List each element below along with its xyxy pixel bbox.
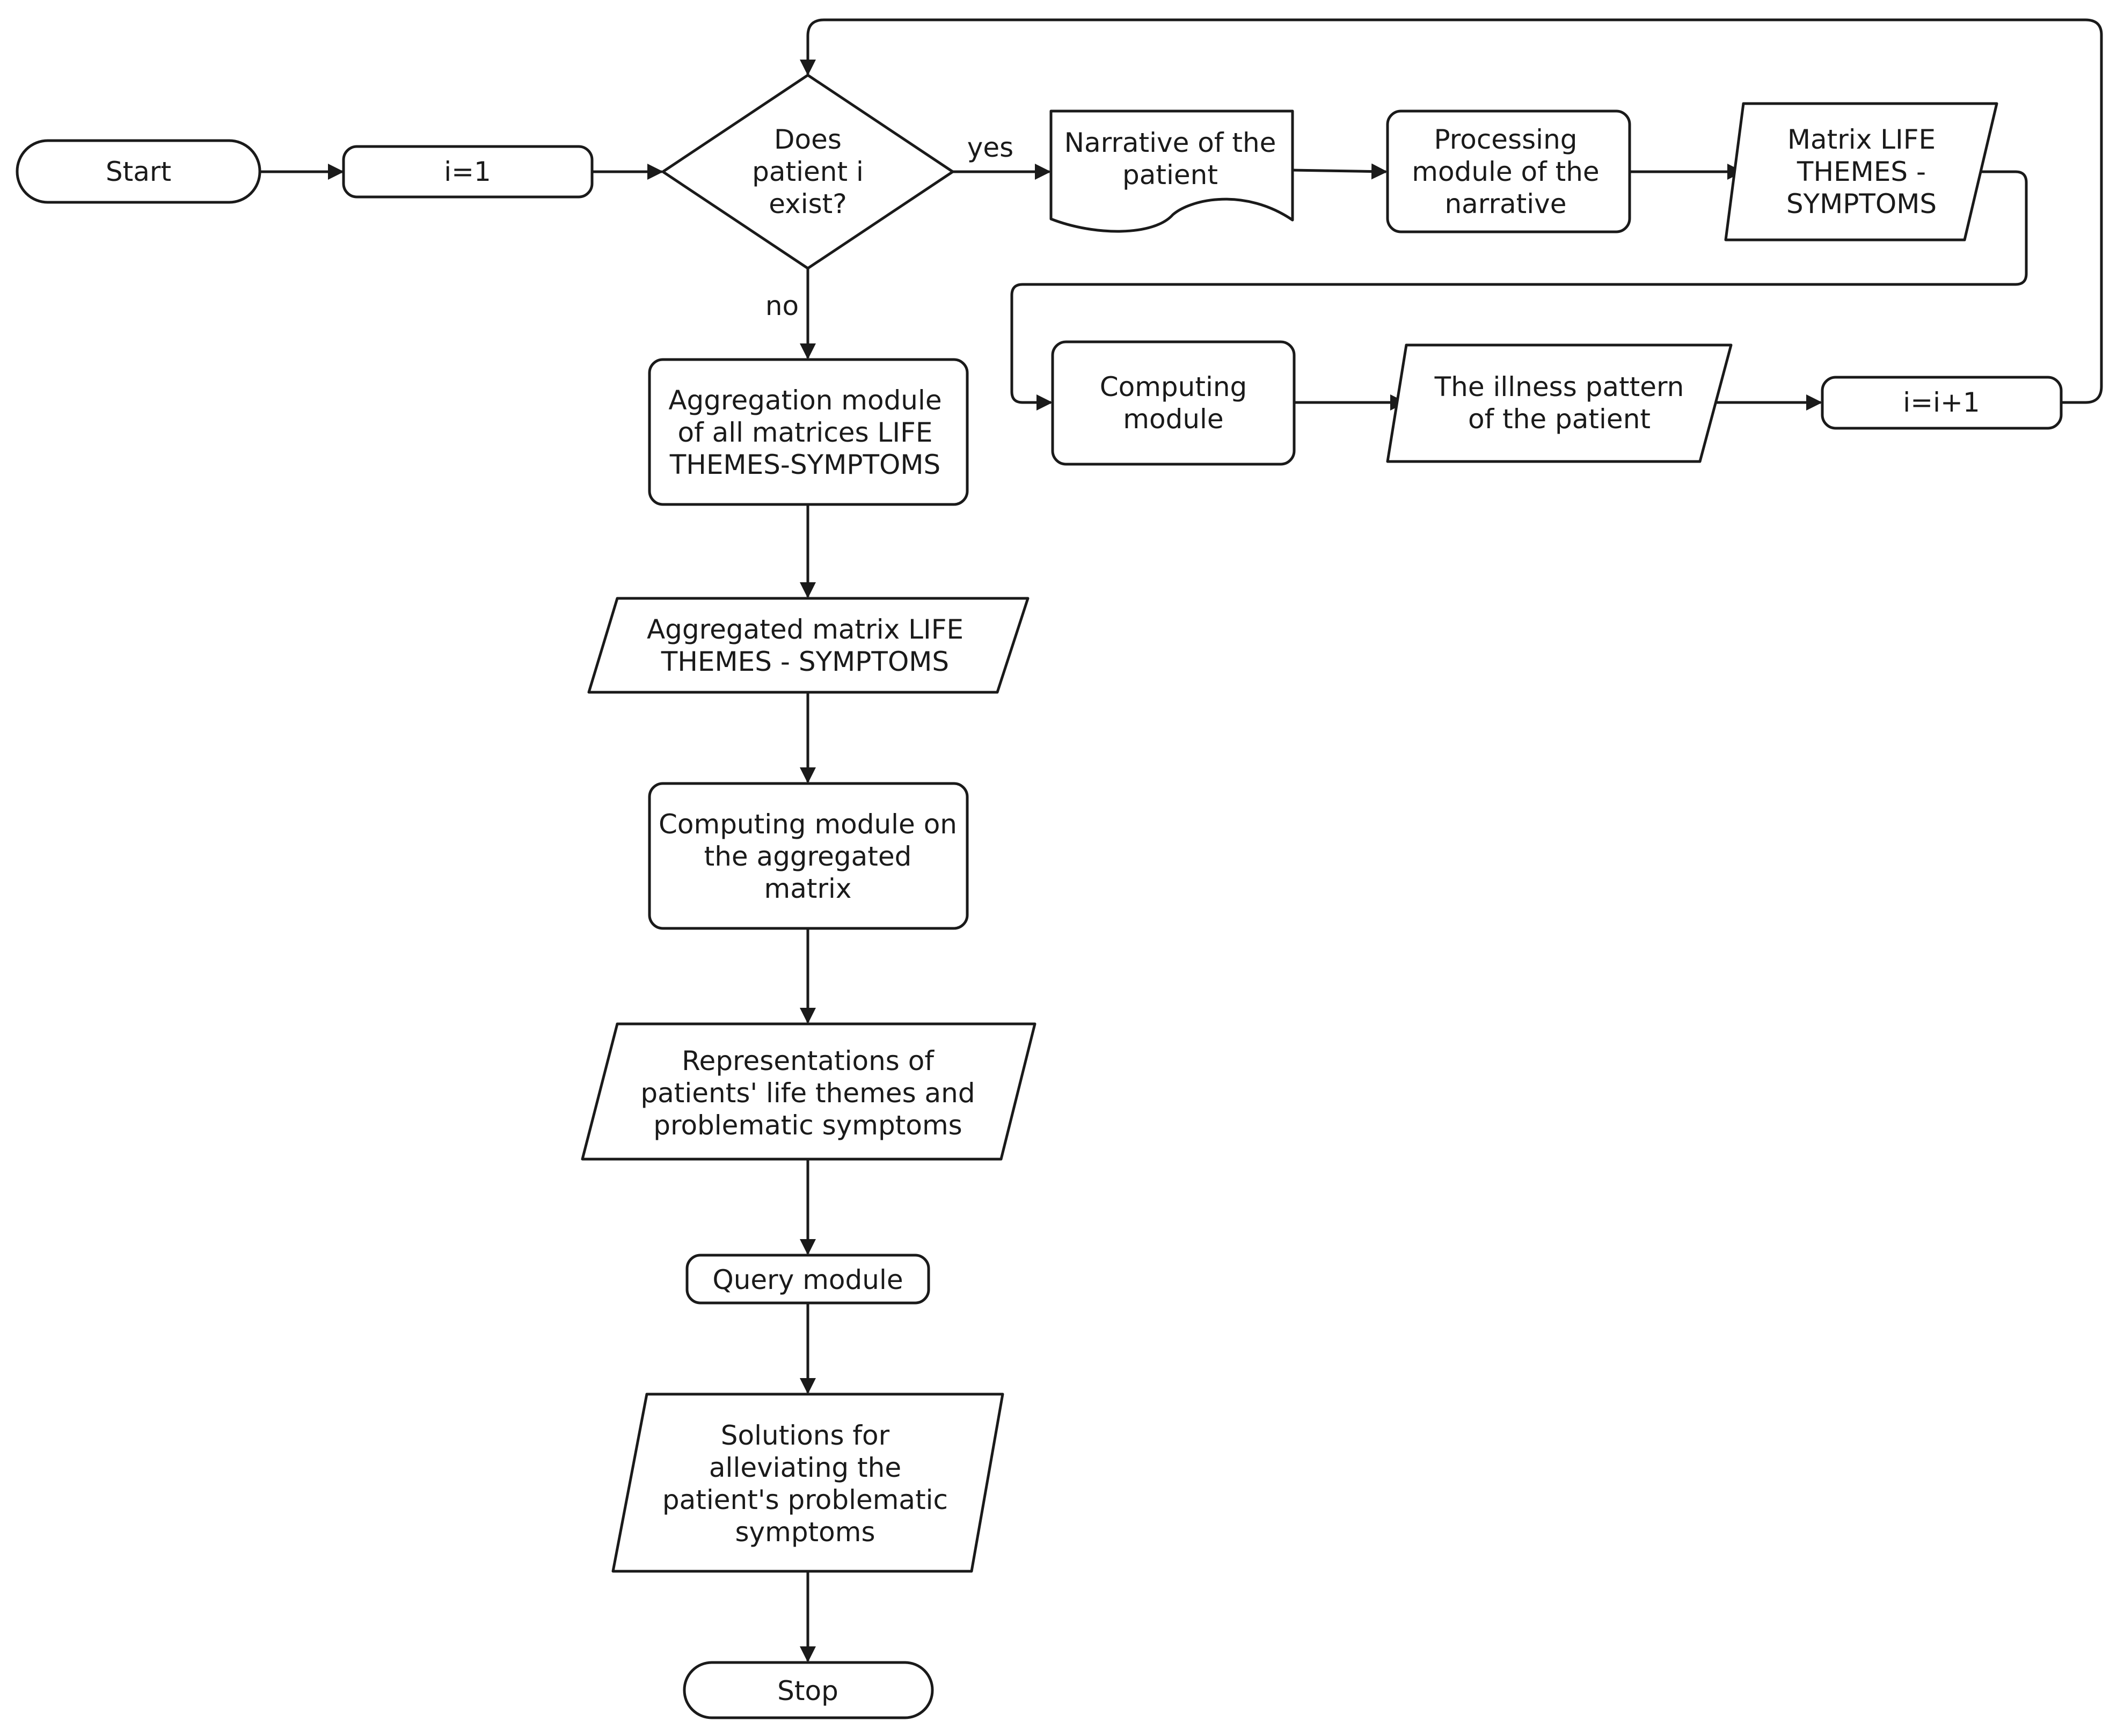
matrix-data (1724, 102, 1998, 241)
label-line: Aggregation module (668, 385, 941, 416)
processing-process (1386, 109, 1631, 233)
increment-process (1821, 376, 2063, 430)
label-line: problematic symptoms (653, 1110, 962, 1141)
decision-diamond (661, 74, 954, 270)
edge-increment-loop-to-decision (800, 18, 2103, 404)
aggregated-matrix-data (587, 597, 1030, 694)
label-line: Computing module on (659, 809, 957, 840)
label-line: Query module (712, 1264, 903, 1295)
label-line: patient (1122, 159, 1218, 191)
stop-label: Stop (777, 1675, 838, 1706)
solutions-data (611, 1393, 1004, 1573)
increment-label: i=i+1 (1903, 387, 1980, 418)
label-line: The illness pattern (1434, 371, 1684, 402)
computing-process (1051, 340, 1296, 466)
init-label: i=1 (444, 156, 491, 187)
label-line: Narrative of the (1064, 127, 1276, 158)
no-edge-label: no (765, 290, 799, 321)
label-line: Processing (1434, 124, 1578, 155)
label-line: Start (106, 156, 171, 187)
label-line: THEMES-SYMPTOMS (669, 449, 941, 480)
label-line: i=i+1 (1903, 387, 1980, 418)
label-line: narrative (1444, 188, 1566, 219)
label-line: Does (774, 124, 842, 155)
narrative-document (1049, 109, 1294, 233)
label-line: alleviating the (709, 1452, 901, 1483)
stop-terminal (683, 1661, 934, 1719)
label-line: THEMES - SYMPTOMS (661, 646, 949, 677)
label-line: Matrix LIFE (1787, 124, 1936, 155)
label-line: the aggregated (704, 841, 912, 872)
label-line: patient's problematic (662, 1484, 948, 1515)
query-process (685, 1254, 930, 1305)
label-line: Aggregated matrix LIFE (647, 614, 963, 645)
label-line: Solutions for (721, 1420, 890, 1451)
label-line: SYMPTOMS (1786, 188, 1937, 219)
label-line: Representations of (682, 1045, 935, 1076)
illness-data (1386, 343, 1733, 463)
label-line: Computing (1100, 371, 1247, 402)
connectors (260, 18, 2103, 1662)
start-terminal (16, 139, 261, 204)
label-line: of the patient (1468, 404, 1651, 435)
label-line: patient i (752, 156, 864, 187)
edge-matrix-to-computing (1010, 170, 2028, 411)
aggregation-process (648, 358, 969, 506)
label-line: matrix (764, 873, 852, 904)
init-process (342, 145, 594, 199)
yes-edge-label: yes (967, 132, 1013, 163)
label-line: module of the (1412, 156, 1599, 187)
label-line: of all matrices LIFE (678, 417, 933, 448)
label-line: Stop (777, 1675, 838, 1706)
computing-aggregated-process (648, 782, 969, 930)
label-line: i=1 (444, 156, 491, 187)
label-line: symptoms (735, 1517, 875, 1548)
label-line: patients' life themes and (640, 1078, 975, 1109)
label-line: exist? (769, 188, 847, 219)
representations-data (581, 1022, 1036, 1161)
edge-narrative-to-processing (1292, 163, 1388, 180)
shapes (16, 74, 2063, 1719)
query-label: Query module (712, 1264, 903, 1295)
start-label: Start (106, 156, 171, 187)
label-line: THEMES - (1797, 156, 1926, 187)
label-line: module (1123, 404, 1223, 435)
